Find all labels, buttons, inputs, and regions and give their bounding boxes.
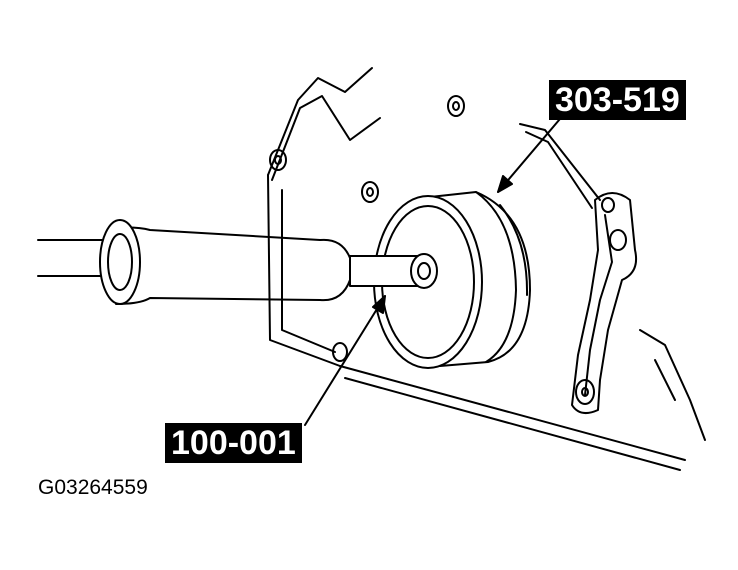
- leader-line-seal-installer: [497, 112, 566, 193]
- figure-id: G03264559: [38, 476, 148, 499]
- callout-100-001: 100-001: [165, 423, 302, 463]
- rear-cover-flange: [571, 192, 638, 415]
- handle-tool: [37, 219, 438, 305]
- callout-303-519: 303-519: [549, 80, 686, 120]
- bolt-left-upper: [269, 149, 287, 171]
- bolt-left-lower: [361, 181, 379, 203]
- bolt-bottom: [332, 342, 348, 362]
- leader-line-handle: [304, 295, 386, 426]
- bolt-top: [447, 95, 465, 117]
- engine-block-outline: [267, 67, 706, 471]
